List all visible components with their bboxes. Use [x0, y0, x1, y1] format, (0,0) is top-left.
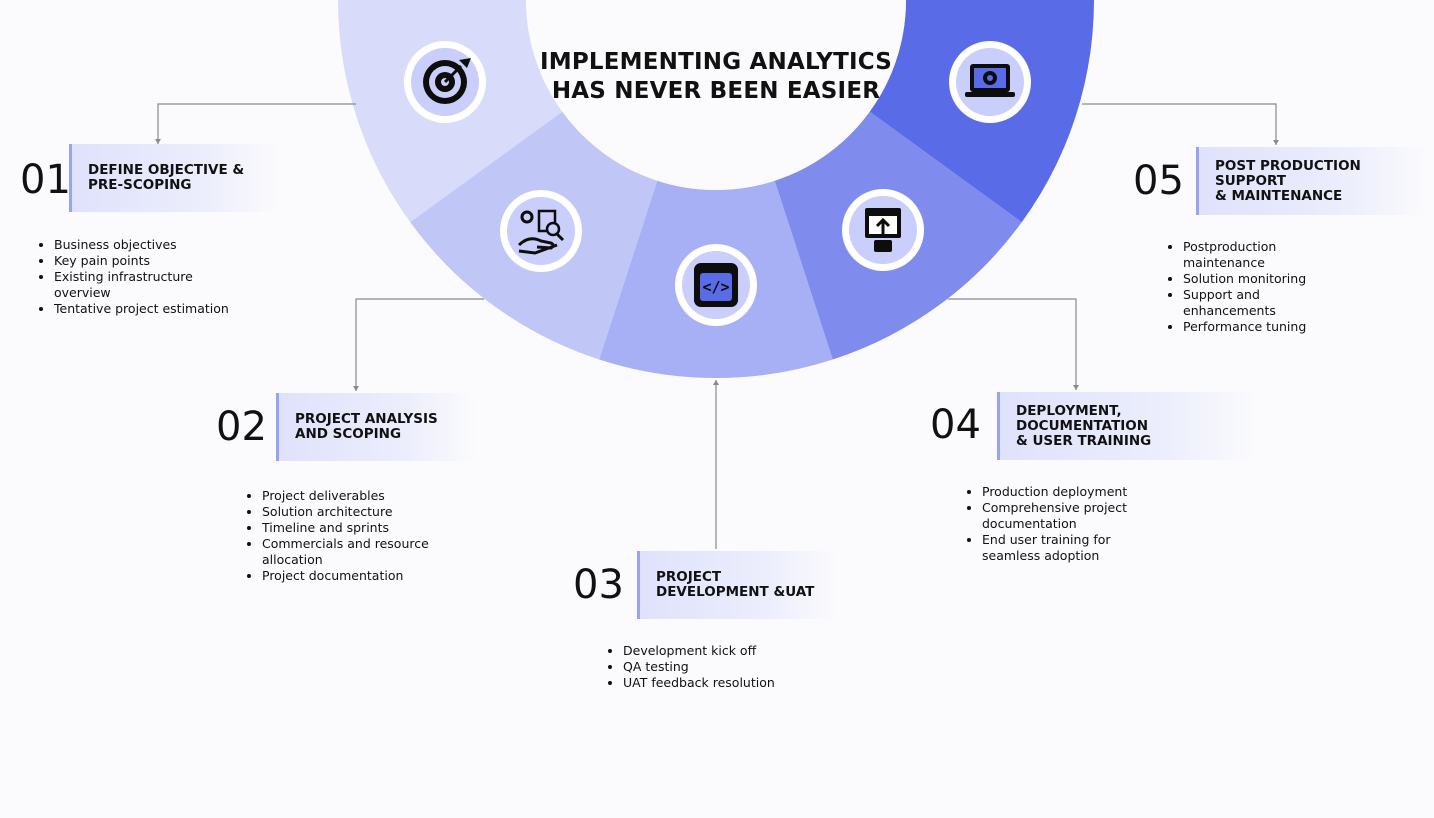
- connector-line-4: [948, 298, 1077, 390]
- step-4-number: 04: [930, 402, 981, 448]
- step-3-bullet: Development kick off: [623, 643, 823, 659]
- step-5-number: 05: [1133, 158, 1184, 204]
- connector-line-5: [1082, 103, 1277, 145]
- step-1-bullet: Business objectives: [54, 237, 244, 253]
- step-4-bullet: End user training for seamless adoption: [982, 532, 1172, 564]
- target-icon: [404, 41, 486, 123]
- step-3-bullets: Development kick off QA testing UAT feed…: [605, 643, 823, 691]
- step-2-number: 02: [216, 404, 267, 450]
- step-2-box: PROJECT ANALYSIS AND SCOPING: [276, 393, 476, 461]
- connector-arrow-4: [1273, 140, 1279, 145]
- step-4-bullet: Comprehensive project documentation: [982, 500, 1172, 532]
- connector-arrow-5: [713, 380, 719, 385]
- diagram-title-text: IMPLEMENTING ANALYTICS HAS NEVER BEEN EA…: [540, 49, 892, 104]
- code-window-icon: </>: [675, 244, 757, 326]
- svg-text:</>: </>: [702, 278, 729, 296]
- step-5-bullet: Solution monitoring: [1183, 271, 1353, 287]
- step-2-bullet: Commercials and resource allocation: [262, 536, 452, 568]
- connector-arrow-1: [155, 139, 161, 144]
- diagram-title: IMPLEMENTING ANALYTICS HAS NEVER BEEN EA…: [516, 48, 916, 106]
- step-5-box: POST PRODUCTION SUPPORT & MAINTENANCE: [1196, 147, 1428, 215]
- step-2-bullet: Timeline and sprints: [262, 520, 452, 536]
- step-1-box: DEFINE OBJECTIVE & PRE-SCOPING: [69, 144, 279, 212]
- step-4-box: DEPLOYMENT, DOCUMENTATION & USER TRAININ…: [997, 392, 1257, 460]
- step-4-bullets: Production deployment Comprehensive proj…: [964, 484, 1172, 564]
- laptop-gear-icon: [949, 41, 1031, 123]
- connector-lines: [155, 103, 1279, 549]
- step-1-bullet: Tentative project estimation: [54, 301, 244, 317]
- step-4-bullet: Production deployment: [982, 484, 1172, 500]
- step-3-number: 03: [573, 562, 624, 608]
- wheel-center: [526, 0, 906, 190]
- step-1-number: 01: [20, 157, 71, 203]
- step-3-bullet: UAT feedback resolution: [623, 675, 823, 691]
- connector-arrow-2: [353, 386, 359, 391]
- connector-line-2: [355, 298, 484, 391]
- step-4-title: DEPLOYMENT, DOCUMENTATION & USER TRAININ…: [1016, 402, 1152, 449]
- step-3-box: PROJECT DEVELOPMENT &UAT: [637, 551, 837, 619]
- step-3-bullet: QA testing: [623, 659, 823, 675]
- step-1-bullet: Key pain points: [54, 253, 244, 269]
- step-5-title: POST PRODUCTION SUPPORT & MAINTENANCE: [1215, 157, 1361, 204]
- step-2-bullet: Project deliverables: [262, 488, 452, 504]
- step-1-title: DEFINE OBJECTIVE & PRE-SCOPING: [88, 162, 245, 193]
- connector-line-1: [157, 103, 356, 144]
- step-5-bullet: Support and enhancements: [1183, 287, 1353, 319]
- step-2-bullet: Project documentation: [262, 568, 452, 584]
- upload-deploy-icon: [842, 189, 924, 271]
- step-2-bullet: Solution architecture: [262, 504, 452, 520]
- step-1-bullets: Business objectives Key pain points Exis…: [36, 237, 244, 317]
- step-5-bullet: Performance tuning: [1183, 319, 1353, 335]
- analysis-hand-magnifier-icon: [500, 190, 582, 272]
- step-5-bullets: Postproduction maintenance Solution moni…: [1165, 239, 1353, 335]
- step-3-title: PROJECT DEVELOPMENT &UAT: [656, 569, 815, 600]
- step-1-bullet: Existing infrastructure overview: [54, 269, 244, 301]
- step-5-bullet: Postproduction maintenance: [1183, 239, 1353, 271]
- step-2-title: PROJECT ANALYSIS AND SCOPING: [295, 411, 438, 442]
- step-icons: </>: [404, 41, 1031, 326]
- step-2-bullets: Project deliverables Solution architectu…: [244, 488, 452, 584]
- connector-arrow-3: [1073, 385, 1079, 390]
